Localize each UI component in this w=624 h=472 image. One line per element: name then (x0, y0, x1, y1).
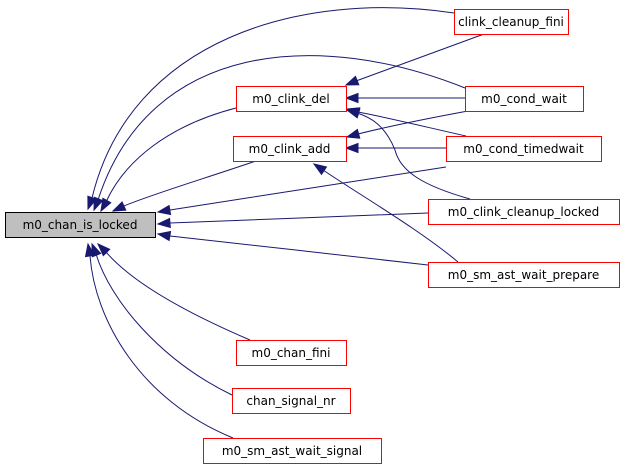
edge-cond-wait-to-root (93, 55, 466, 212)
arrowhead-icon (84, 242, 96, 258)
edge-sm-ast-wait-signal-to-root (84, 242, 234, 439)
node-label: m0_cond_wait (481, 92, 567, 106)
edge-clink-cleanup-locked-to-clink-del (345, 108, 471, 200)
edge-cond-timedwait-to-root (156, 166, 447, 216)
arrowhead-icon (156, 217, 171, 229)
edges-layer (84, 7, 485, 439)
edge-line (169, 212, 429, 224)
node-clink-add[interactable]: m0_clink_add (233, 136, 347, 162)
node-box[interactable] (454, 9, 569, 35)
node-label: m0_chan_fini (252, 346, 331, 360)
node-box[interactable] (465, 86, 584, 112)
node-clink-del[interactable]: m0_clink_del (236, 86, 347, 112)
edge-line (91, 7, 455, 199)
arrowhead-icon (312, 163, 328, 176)
edge-clink-add-to-root (111, 160, 257, 212)
edge-sm-ast-wait-prepare-to-clink-add (312, 163, 459, 263)
edge-line (357, 111, 467, 137)
node-label: m0_sm_ast_wait_prepare (448, 268, 599, 282)
nodes-layer: m0_chan_is_locked m0_clink_del m0_clink_ad… (5, 9, 620, 464)
edge-line (89, 255, 234, 439)
node-label: m0_clink_add (249, 142, 331, 156)
edge-line (322, 169, 459, 263)
edge-cond-timedwait-to-clink-add (344, 142, 446, 154)
node-box[interactable] (236, 86, 347, 112)
node-cond-wait[interactable]: m0_cond_wait (465, 86, 584, 112)
edge-clink-cleanup-locked-to-root (156, 212, 429, 229)
edge-chan-fini-to-root (96, 242, 251, 341)
edge-line (355, 33, 485, 82)
edge-chan-signal-nr-to-root (91, 242, 233, 396)
arrowhead-icon (344, 75, 360, 86)
arrowhead-icon (345, 128, 361, 139)
edge-cond-wait-to-clink-add (345, 110, 469, 139)
node-box[interactable] (428, 262, 620, 288)
arrowhead-icon (96, 242, 111, 257)
arrowhead-icon (100, 197, 112, 213)
edge-line (95, 253, 233, 396)
edge-cond-timedwait-to-clink-del (345, 107, 467, 137)
node-box[interactable] (233, 136, 347, 162)
node-chan-signal-nr[interactable]: chan_signal_nr (232, 388, 351, 414)
node-label: m0_chan_is_locked (23, 218, 138, 232)
node-clink-cleanup-locked[interactable]: m0_clink_cleanup_locked (428, 199, 620, 225)
node-cond-timedwait[interactable]: m0_cond_timedwait (446, 136, 602, 162)
node-label: chan_signal_nr (246, 394, 335, 408)
node-label: clink_cleanup_fini (458, 15, 564, 29)
edge-cond-wait-to-clink-del (344, 92, 465, 104)
node-label: m0_clink_cleanup_locked (448, 205, 599, 219)
edge-line (97, 55, 466, 201)
node-chan-fini[interactable]: m0_chan_fini (236, 340, 347, 366)
node-root: m0_chan_is_locked (5, 212, 156, 238)
node-sm-ast-wait-prepare[interactable]: m0_sm_ast_wait_prepare (428, 262, 620, 288)
arrowhead-icon (93, 196, 104, 212)
node-clink-cleanup-fini[interactable]: clink_cleanup_fini (454, 9, 569, 35)
edge-line (169, 166, 447, 211)
node-box[interactable] (236, 340, 347, 366)
edge-line (105, 107, 237, 203)
edge-line (357, 110, 469, 135)
arrowhead-icon (156, 204, 172, 216)
edge-clink-del-to-root (100, 107, 237, 213)
node-label: m0_cond_timedwait (463, 142, 584, 156)
edge-line (123, 160, 257, 207)
arrowhead-icon (344, 92, 359, 104)
arrowhead-icon (345, 108, 361, 119)
node-box (5, 212, 156, 238)
edge-line (169, 235, 429, 266)
node-sm-ast-wait-signal[interactable]: m0_sm_ast_wait_signal (203, 438, 382, 464)
arrowhead-icon (156, 230, 172, 242)
edge-clink-cleanup-fini-to-clink-del (344, 33, 485, 86)
arrowhead-icon (111, 201, 127, 212)
node-box[interactable] (446, 136, 602, 162)
node-label: m0_clink_del (252, 92, 329, 106)
node-box[interactable] (203, 438, 382, 464)
node-label: m0_sm_ast_wait_signal (222, 444, 362, 458)
edge-line (105, 251, 251, 341)
node-box[interactable] (232, 388, 351, 414)
arrowhead-icon (344, 142, 359, 154)
node-box[interactable] (428, 199, 620, 225)
edge-sm-ast-wait-prepare-to-root (156, 230, 429, 266)
edge-line (356, 112, 471, 200)
